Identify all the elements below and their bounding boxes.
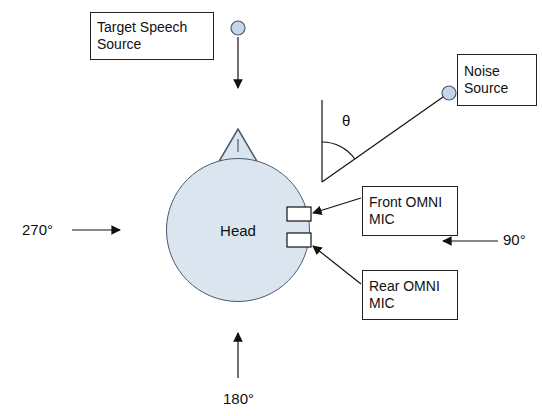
direction-label: 270° [22,221,53,238]
noise-direction-line [322,97,443,182]
text-box: Target Speech Source [90,12,214,60]
nose-tick [237,139,238,152]
direction-arrow [72,229,120,230]
node-text: Front OMNI MIC [369,194,451,229]
leader-arrow [313,246,361,284]
noise-source-dot [442,86,456,100]
node-text: Target Speech Source [97,19,207,54]
node-text: Head [220,222,256,239]
speech-arrow [237,37,238,88]
angle-label: θ [342,112,350,129]
text-box: Front OMNI MIC [362,186,458,236]
direction-label: 90° [503,231,526,248]
text-box: Noise Source [457,54,537,106]
direction-arrow [443,240,498,241]
reference-line [321,100,322,182]
direction-arrow [237,333,238,378]
node-text: Rear OMNI MIC [369,278,451,313]
direction-label: 180° [223,390,254,407]
text-box: Rear OMNI MIC [362,270,458,320]
node-text: Noise Source [464,63,530,98]
angle-arc [322,142,355,159]
speech-source-dot [231,21,245,35]
head-circle: Head [166,158,310,302]
leader-arrow [313,198,361,213]
